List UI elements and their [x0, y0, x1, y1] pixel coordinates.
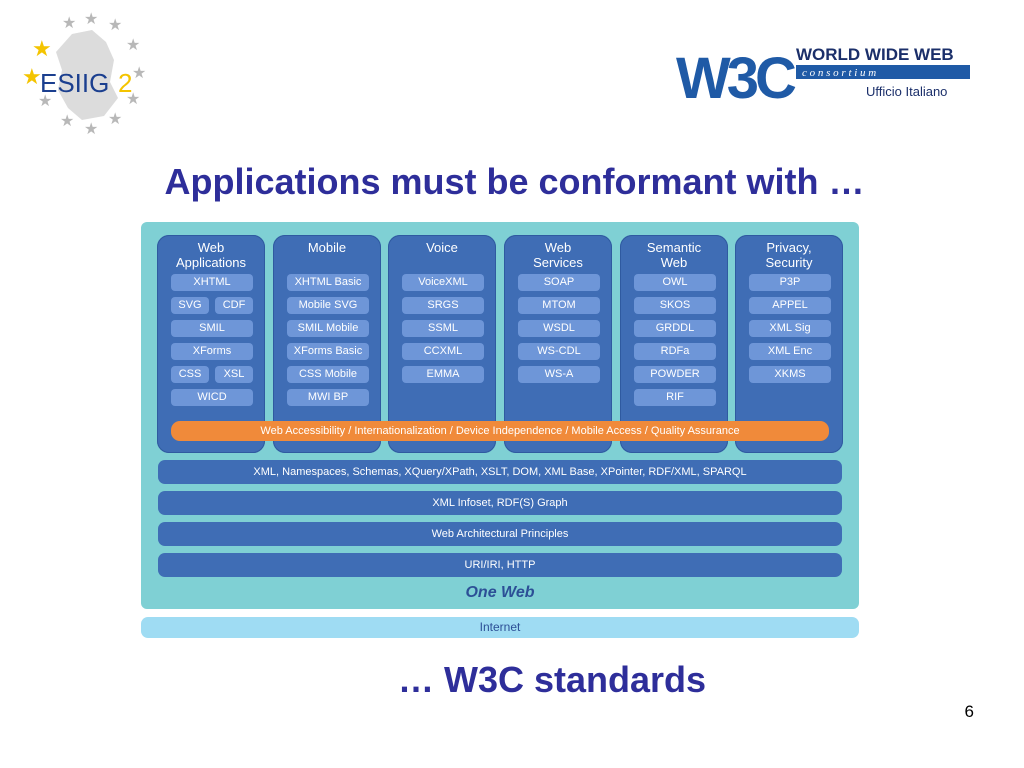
column-heading-line: Voice: [426, 240, 458, 255]
column-heading: Privacy,Security: [735, 240, 843, 270]
column-heading-line: Web: [544, 240, 572, 255]
standard-pill: WICD: [171, 389, 253, 406]
standard-pill: SVG: [171, 297, 209, 314]
standard-pill: XForms: [171, 343, 253, 360]
w3c-line2: c o n s o r t i u m: [802, 67, 876, 79]
esiig2-logo: ★★★ ★★★ ★★★ ★ ★★ ESIIG 2: [22, 12, 146, 138]
column-heading-line: Semantic: [646, 240, 702, 255]
w3c-logo: W3C WORLD WIDE WEB c o n s o r t i u m U…: [676, 45, 970, 106]
standard-pill: CCXML: [402, 343, 484, 360]
w3c-line3: Ufficio Italiano: [866, 84, 947, 99]
standard-pill: APPEL: [749, 297, 831, 314]
svg-text:★: ★: [108, 15, 122, 34]
w3c-line1: WORLD WIDE WEB: [796, 45, 954, 64]
svg-text:★: ★: [38, 91, 52, 110]
column-heading: Mobile: [273, 240, 381, 255]
standard-pill: CSS Mobile: [287, 366, 369, 383]
standard-pill: XHTML: [171, 274, 253, 291]
standard-pill: XHTML Basic: [287, 274, 369, 291]
slide-subtitle: … W3C standards: [397, 659, 707, 700]
layer-xml-stack: XML, Namespaces, Schemas, XQuery/XPath, …: [158, 460, 842, 484]
standard-pill: GRDDL: [634, 320, 716, 337]
svg-text:★: ★: [62, 13, 76, 32]
accessibility-band: Web Accessibility / Internationalization…: [171, 421, 829, 441]
slide-title: Applications must be conformant with …: [164, 161, 865, 202]
standard-pill: XKMS: [749, 366, 831, 383]
svg-text:★: ★: [84, 12, 98, 28]
svg-text:★: ★: [60, 111, 74, 130]
esiig-logo-number: 2: [118, 68, 132, 98]
standard-pill: SMIL: [171, 320, 253, 337]
standard-pill: MWI BP: [287, 389, 369, 406]
standard-pill: SRGS: [402, 297, 484, 314]
standard-pill: WS-A: [518, 366, 600, 383]
column-heading-line: Services: [533, 255, 583, 270]
column-heading: Voice: [388, 240, 496, 255]
layer-xml-infoset: XML Infoset, RDF(S) Graph: [158, 491, 842, 515]
svg-text:★: ★: [32, 37, 52, 62]
svg-text:★: ★: [108, 109, 122, 128]
esiig-logo-text: ESIIG: [40, 68, 109, 98]
standard-pill: SKOS: [634, 297, 716, 314]
standard-pill: P3P: [749, 274, 831, 291]
gold-star-icons: ★★: [22, 37, 52, 90]
w3c-consortium-bar: [796, 65, 970, 79]
standard-pill: RIF: [634, 389, 716, 406]
standard-pill: OWL: [634, 274, 716, 291]
svg-text:★: ★: [132, 63, 146, 82]
svg-text:★: ★: [84, 119, 98, 138]
standard-pill: SMIL Mobile: [287, 320, 369, 337]
page-number: 6: [964, 702, 974, 721]
column-heading-line: Privacy,: [766, 240, 812, 255]
standard-pill: XML Enc: [749, 343, 831, 360]
standard-pill: VoiceXML: [402, 274, 484, 291]
standard-pill: CDF: [215, 297, 253, 314]
layer-web-architecture: Web Architectural Principles: [158, 522, 842, 546]
standard-pill: POWDER: [634, 366, 716, 383]
standard-pill: XML Sig: [749, 320, 831, 337]
standard-pill: XForms Basic: [287, 343, 369, 360]
standard-pill: XSL: [215, 366, 253, 383]
star-ring-icon: ★★★ ★★★ ★★★ ★: [38, 12, 146, 138]
standard-pill: EMMA: [402, 366, 484, 383]
standard-pill: WS-CDL: [518, 343, 600, 360]
standard-pill: MTOM: [518, 297, 600, 314]
column-heading-line: Applications: [175, 255, 247, 270]
column-heading-line: Web: [660, 255, 688, 270]
column-heading-line: Web: [197, 240, 225, 255]
svg-text:★: ★: [126, 35, 140, 54]
standard-pill: SOAP: [518, 274, 600, 291]
one-web-label: One Web: [465, 584, 535, 601]
standard-pill: CSS: [171, 366, 209, 383]
standard-pill: RDFa: [634, 343, 716, 360]
standard-pill: SSML: [402, 320, 484, 337]
standard-pill: WSDL: [518, 320, 600, 337]
layer-uri-http: URI/IRI, HTTP: [158, 553, 842, 577]
internet-band: Internet: [141, 617, 859, 638]
svg-text:★: ★: [22, 65, 42, 90]
w3c-mark: W3C: [676, 46, 796, 106]
svg-text:★: ★: [126, 89, 140, 108]
column-heading-line: Mobile: [307, 240, 347, 255]
column-heading-line: Security: [765, 255, 813, 270]
eu-map-silhouette: [56, 30, 118, 120]
standard-pill: Mobile SVG: [287, 297, 369, 314]
